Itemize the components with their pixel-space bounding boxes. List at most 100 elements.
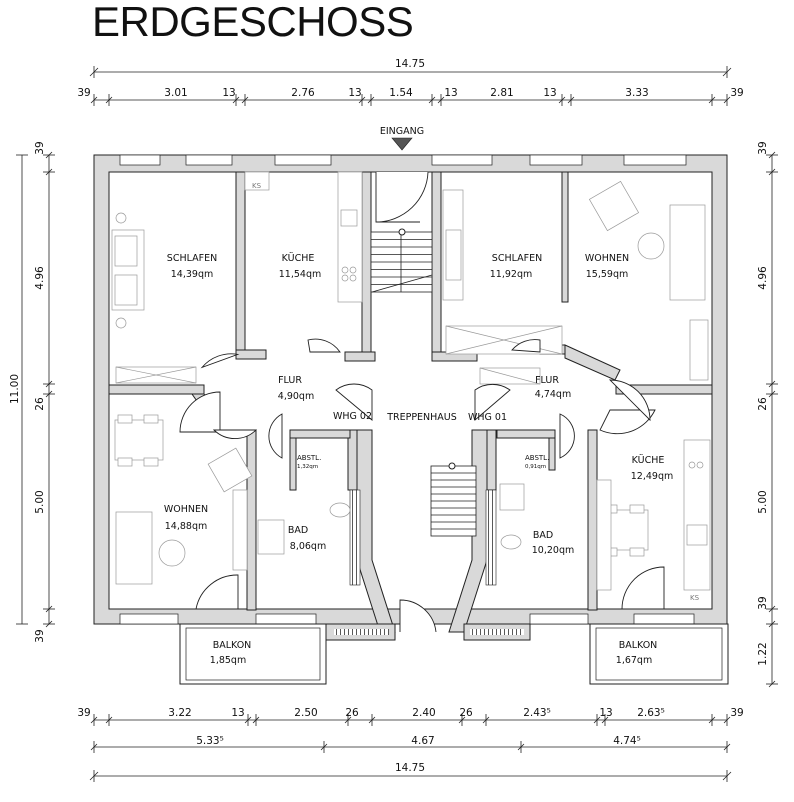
window-hatch (334, 629, 389, 635)
dim-tick (708, 96, 716, 104)
dim-tick (252, 716, 260, 724)
room-name: FLUR (278, 375, 302, 386)
dim-label: 39 (757, 596, 769, 609)
room-name: SCHLAFEN (492, 253, 542, 264)
room-area: 4,74qm (535, 389, 571, 400)
dim-tick (768, 620, 776, 628)
stair-stringer (349, 489, 361, 586)
stair-stringer (485, 489, 497, 586)
dim-label: 39 (34, 629, 46, 642)
room-name: KÜCHE (632, 455, 665, 466)
dim-label: 3.33 (625, 87, 648, 99)
room-area: 12,49qm (631, 471, 673, 482)
dim-left-labels: 11.00 39 4.96 26 5.00 39 (9, 141, 46, 642)
dim-tick (593, 716, 601, 724)
dim-tick (232, 96, 240, 104)
dim-label: 2.81 (490, 87, 513, 99)
dim-tick (105, 716, 113, 724)
dim-top-total: 14.75 (395, 58, 425, 70)
dim-tick (358, 96, 366, 104)
dim-tick (768, 168, 776, 176)
dim-tick (90, 96, 98, 104)
dim-label: 4.67 (411, 735, 434, 747)
dim-tick (45, 380, 53, 388)
stairs-upper (370, 228, 433, 293)
room-labels: SCHLAFEN 14,39qm KÜCHE 11,54qm SCHLAFEN … (164, 182, 700, 666)
dim-label: 2.76 (291, 87, 315, 99)
furniture (111, 171, 711, 591)
entrance-label: EINGANG (380, 126, 424, 137)
dim-label: 2.63⁵ (637, 707, 665, 719)
dim-tick (241, 96, 249, 104)
room-area: 1,32qm (297, 464, 318, 470)
dim-tick (45, 390, 53, 398)
dim-tick (708, 716, 716, 724)
stairs-lower (430, 462, 477, 537)
dim-label: 13 (348, 87, 361, 99)
unit-label-left: WHG 02 (333, 411, 372, 422)
dim-tick (601, 716, 609, 724)
room-area: 11,54qm (279, 269, 321, 280)
dim-label: 13 (231, 707, 244, 719)
dim-label: 26 (459, 707, 473, 719)
dim-label: 2.50 (294, 707, 317, 719)
dim-tick (428, 96, 436, 104)
dimension-lines (16, 66, 778, 782)
room-name: WOHNEN (585, 253, 629, 264)
room-area: 1,85qm (210, 655, 246, 666)
dim-tick (244, 716, 252, 724)
page-title: ERDGESCHOSS (92, 0, 414, 45)
ks-label: KS (252, 182, 262, 190)
room-name: BALKON (213, 640, 252, 651)
dim-label: 26 (34, 397, 46, 411)
room-name: ABSTL. (525, 454, 549, 462)
room-area: 4,90qm (278, 391, 314, 402)
dim-label: 5.00 (757, 490, 769, 513)
outer-walls (93, 154, 728, 625)
ks-label: KS (690, 594, 700, 602)
room-area: 1,67qm (616, 655, 652, 666)
dim-tick (105, 96, 113, 104)
dim-tick (320, 743, 328, 751)
dim-label: 11.00 (9, 374, 21, 404)
dim-label: 13 (599, 707, 612, 719)
room-name: BALKON (619, 640, 658, 651)
room-name: KÜCHE (282, 253, 315, 264)
dim-tick (567, 96, 575, 104)
dim-tick (768, 390, 776, 398)
dim-tick (723, 743, 731, 751)
dim-label: 5.33⁵ (196, 735, 224, 747)
dim-label: 26 (757, 397, 769, 411)
unit-label-right: WHG 01 (468, 412, 507, 423)
dim-bottom-total: 14.75 (395, 762, 425, 774)
dim-label: 3.01 (164, 87, 187, 99)
dim-tick (768, 605, 776, 613)
room-name: BAD (533, 530, 553, 541)
room-name: WOHNEN (164, 504, 208, 515)
dim-tick (482, 716, 490, 724)
dim-label: 1.54 (389, 87, 413, 99)
dim-label: 13 (444, 87, 457, 99)
room-area: 0,91qm (525, 464, 546, 470)
dim-tick (768, 151, 776, 159)
dim-label: 13 (222, 87, 235, 99)
room-name: SCHLAFEN (167, 253, 217, 264)
room-area: 8,06qm (290, 541, 326, 552)
room-name: ABSTL. (297, 454, 321, 462)
dim-tick (723, 96, 731, 104)
dim-right-labels: 39 4.96 26 5.00 39 1.22 (757, 141, 769, 665)
dim-bottom-labels: 39 3.22 13 2.50 26 2.40 26 2.43⁵ 13 2.63… (77, 707, 743, 719)
room-area: 11,92qm (490, 269, 532, 280)
dim-tick (768, 380, 776, 388)
dim-label: 2.40 (412, 707, 435, 719)
dim-tick (45, 151, 53, 159)
dim-tick (558, 96, 566, 104)
dim-label: 39 (730, 707, 743, 719)
dim-label: 5.00 (34, 490, 46, 513)
dim-label: 13 (543, 87, 556, 99)
dim-tick (723, 716, 731, 724)
dim-label: 39 (77, 87, 90, 99)
dim-tick (517, 743, 525, 751)
dim-tick (458, 716, 466, 724)
dim-label: 4.96 (34, 266, 46, 290)
